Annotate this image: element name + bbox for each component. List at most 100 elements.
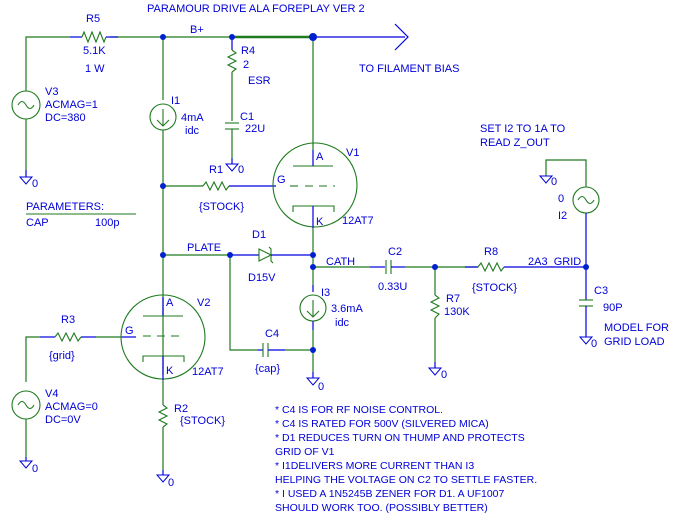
c2-ref: C2 xyxy=(388,246,402,258)
note-line: SHOULD WORK TOO. (POSSIBLY BETTER) xyxy=(275,502,488,514)
resistor-r1[interactable] xyxy=(163,180,276,192)
design-notes: * C4 IS FOR RF NOISE CONTROL. * C4 IS RA… xyxy=(275,404,537,514)
sine-wave-icon xyxy=(17,100,35,110)
junction-dot xyxy=(160,252,166,258)
r1-ref: R1 xyxy=(209,164,223,176)
resistor-r5[interactable] xyxy=(70,30,118,44)
note-line: * D1 REDUCES TURN ON THUMP AND PROTECTS xyxy=(275,432,525,444)
i3-ref: I3 xyxy=(321,287,330,299)
r8-ref: R8 xyxy=(484,246,498,258)
parameters-block: PARAMETERS: CAP 100p xyxy=(26,201,136,229)
note-line: * C4 IS RATED FOR 500V (SILVERED MICA) xyxy=(275,418,489,430)
i2-note-line2: READ Z_OUT xyxy=(480,137,550,149)
ground-label: 0 xyxy=(551,176,557,188)
c1-ref: C1 xyxy=(240,111,254,123)
junction-dot xyxy=(229,34,235,40)
junction-dot xyxy=(310,264,316,270)
parameter-name: CAP xyxy=(26,217,49,229)
net-label-2a3-grid: 2A3_GRID xyxy=(528,256,581,268)
voltage-source-v4[interactable] xyxy=(11,390,41,469)
c3-value: 90P xyxy=(603,302,623,314)
v2-pin-a: A xyxy=(166,297,174,309)
arrow-down-icon xyxy=(306,310,320,318)
resistor-r7[interactable] xyxy=(427,267,443,376)
net-label-bplus: B+ xyxy=(190,24,204,36)
ground-label: 0 xyxy=(32,463,38,475)
v3-ref: V3 xyxy=(45,86,58,98)
zener-diode-d1[interactable] xyxy=(230,246,313,264)
net-label-cath: CATH xyxy=(326,256,355,268)
note-line: * I1DELIVERS MORE CURRENT THAN I3 xyxy=(275,460,474,472)
ground-v3 xyxy=(18,176,34,185)
r7-ref: R7 xyxy=(446,293,460,305)
r5-ref: R5 xyxy=(86,13,100,25)
resistor-r3[interactable] xyxy=(25,331,136,382)
net-label-filament: TO FILAMENT BIAS xyxy=(359,63,459,75)
capacitor-c2[interactable] xyxy=(370,260,405,274)
parameter-value: 100p xyxy=(95,217,119,229)
r2-ref: R2 xyxy=(174,403,188,415)
junction-dot xyxy=(310,347,316,353)
r4-esr: ESR xyxy=(248,75,271,87)
ground-label: 0 xyxy=(591,338,597,350)
offpage-arrow-icon xyxy=(394,23,409,51)
triode-v1[interactable] xyxy=(272,142,358,228)
c3-ref: C3 xyxy=(594,285,608,297)
c4-ref: C4 xyxy=(265,328,279,340)
i2-ref: I2 xyxy=(558,210,567,222)
sine-wave-icon xyxy=(577,195,595,205)
bplus-rail xyxy=(25,23,409,91)
current-source-i1[interactable] xyxy=(149,103,177,131)
junction-dot xyxy=(227,252,233,258)
parameters-header: PARAMETERS: xyxy=(26,201,104,213)
v4-dc: DC=0V xyxy=(45,414,81,426)
r8-value: {STOCK} xyxy=(472,282,517,294)
arrow-down-icon xyxy=(156,119,170,127)
capacitor-c1[interactable] xyxy=(224,122,240,172)
d1-ref: D1 xyxy=(252,229,266,241)
capacitor-c3[interactable] xyxy=(578,267,594,345)
v1-pin-k: K xyxy=(316,216,324,228)
i1-value: 4mA xyxy=(181,112,204,124)
capacitor-c4[interactable] xyxy=(258,343,285,357)
note-line: * C4 IS FOR RF NOISE CONTROL. xyxy=(275,404,443,416)
resistor-r8[interactable] xyxy=(465,261,586,273)
r7-value: 130K xyxy=(444,306,470,318)
v3-acmag: ACMAG=1 xyxy=(45,99,98,111)
note-line: GRID OF V1 xyxy=(275,446,335,458)
junction-dot xyxy=(160,34,166,40)
ground-label: 0 xyxy=(441,369,447,381)
v4-acmag: ACMAG=0 xyxy=(45,401,98,413)
i2-note-line1: SET I2 TO 1A TO xyxy=(480,123,566,135)
r3-value: {grid} xyxy=(49,350,75,362)
note-line: HELPING THE VOLTAGE ON C2 TO SETTLE FAST… xyxy=(275,474,537,486)
junction-dot xyxy=(583,264,589,270)
current-source-i2[interactable] xyxy=(572,186,600,214)
resistor-r2[interactable] xyxy=(155,380,171,483)
v1-ref: V1 xyxy=(346,147,359,159)
v2-pin-k: K xyxy=(166,365,174,377)
v4-ref: V4 xyxy=(45,388,58,400)
c2-value: 0.33U xyxy=(378,281,407,293)
note-line: * I USED A 1N5245B ZENER FOR D1. A UF100… xyxy=(275,488,505,500)
r4-value: 2 xyxy=(243,59,249,71)
junction-dot xyxy=(309,33,317,41)
r5-value: 5.1K xyxy=(83,45,106,57)
resistor-r4[interactable] xyxy=(226,37,238,121)
i2-value: 0 xyxy=(558,193,564,205)
v1-pin-g: G xyxy=(277,174,286,186)
c1-value: 22U xyxy=(245,123,265,135)
v2-ref: V2 xyxy=(197,297,210,309)
c4-value: {cap} xyxy=(255,363,280,375)
voltage-source-v3[interactable] xyxy=(11,90,41,177)
r3-ref: R3 xyxy=(61,314,75,326)
v2-pin-g: G xyxy=(125,325,134,337)
schematic-title: PARAMOUR DRIVE ALA FOREPLAY VER 2 xyxy=(147,3,365,15)
v2-model: 12AT7 xyxy=(192,366,224,378)
junction-dot xyxy=(160,183,166,189)
net-label-plate: PLATE xyxy=(187,242,221,254)
v1-pin-a: A xyxy=(316,151,324,163)
c3-note-line1: MODEL FOR xyxy=(604,322,669,334)
i1-ref: I1 xyxy=(171,95,180,107)
